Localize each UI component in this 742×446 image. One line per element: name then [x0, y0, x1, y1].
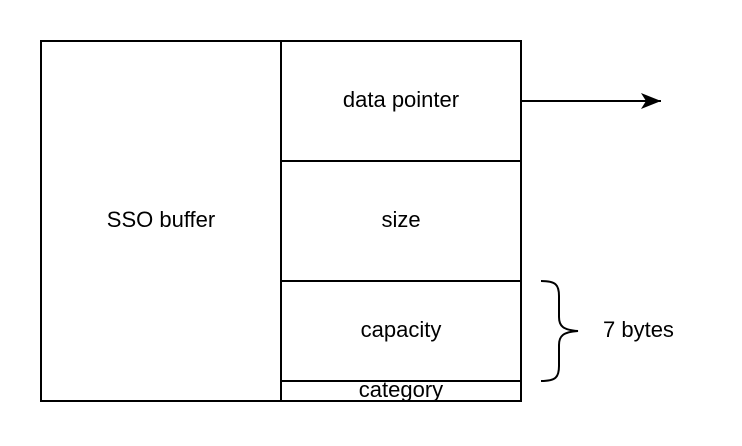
size-box — [280, 160, 522, 282]
capacity-box — [280, 280, 522, 382]
seven-bytes-brace — [540, 280, 579, 382]
sso-buffer-label: SSO buffer — [107, 207, 215, 232]
data-pointer-box — [280, 40, 522, 162]
sso-buffer-box — [40, 40, 282, 402]
category-label: category — [359, 377, 443, 402]
data-pointer-label: data pointer — [343, 87, 459, 112]
capacity-label: capacity — [361, 317, 442, 342]
category-box — [280, 380, 522, 402]
seven-bytes-label: 7 bytes — [603, 317, 674, 342]
size-label: size — [381, 207, 420, 232]
